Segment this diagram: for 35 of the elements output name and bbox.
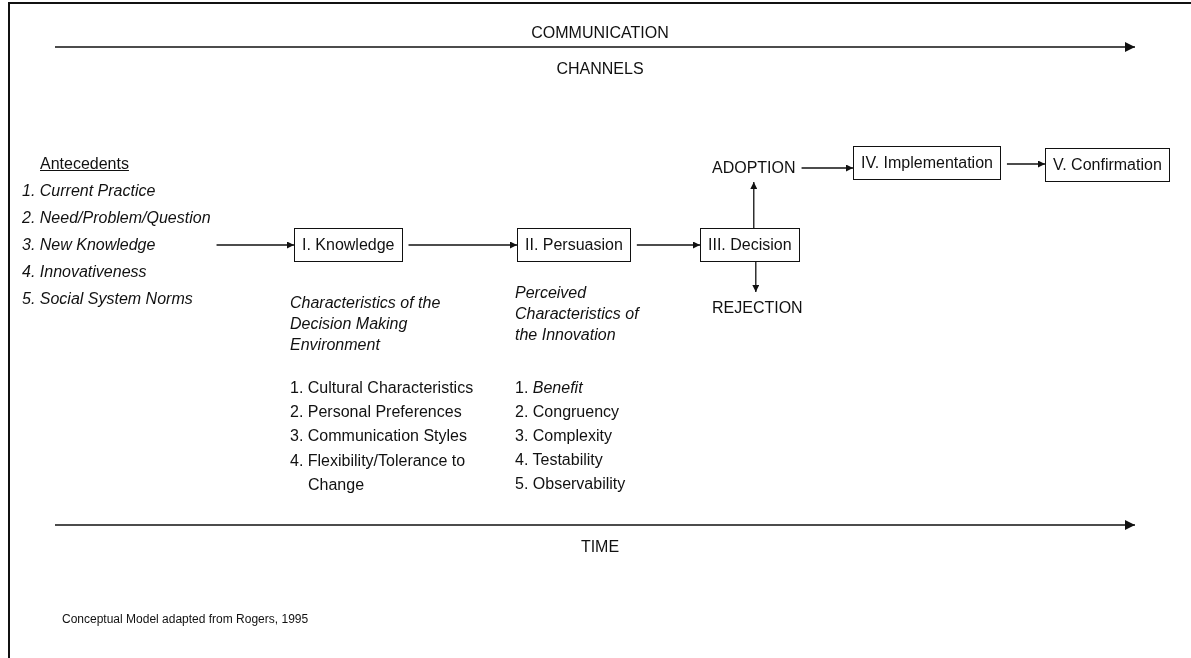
text-label: TIME [579,537,621,557]
text-label: 5. Observability [515,474,627,494]
list-item: 4. Innovativeness [22,262,148,282]
text-label: CHANNELS [555,59,645,79]
text-label: 4. Testability [515,450,604,470]
text-label: 3. Communication Styles [290,426,468,446]
arrow [636,241,701,249]
text-label: 2. Personal Preferences [290,402,463,422]
arrow [750,181,758,229]
text-label: 1. Cultural Characteristics [290,378,475,398]
stage-box: II. Persuasion [517,228,631,262]
stage-box: V. Confirmation [1045,148,1170,182]
stage-box: I. Knowledge [294,228,403,262]
list-item: 2. Need/Problem/Question [22,208,211,228]
arrow [215,241,295,249]
outcome-label: REJECTION [712,298,803,318]
text-label: 2. Congruency [515,402,621,422]
section-heading: Characteristics of the Decision Making Environment [290,293,442,355]
list-item: 3. New Knowledge [22,235,157,255]
outcome-label: ADOPTION [712,158,796,178]
text-label: 1. Benefit [515,378,584,398]
arrow [407,241,518,249]
caption: Conceptual Model adapted from Rogers, 1995 [62,612,309,626]
arrow [800,164,854,172]
text-label: COMMUNICATION [530,23,670,43]
section-heading: Perceived Characteristics of the Innovation [515,283,641,345]
stage-box: IV. Implementation [853,146,1001,180]
list-heading: Antecedents [40,154,130,174]
arrow [752,261,760,293]
arrow [1006,160,1046,168]
list-item: 5. Social System Norms [22,289,194,309]
text-label: 4. Flexibility/Tolerance to Change [290,451,467,495]
list-item: 1. Current Practice [22,181,157,201]
stage-box: III. Decision [700,228,800,262]
text-label: 3. Complexity [515,426,613,446]
